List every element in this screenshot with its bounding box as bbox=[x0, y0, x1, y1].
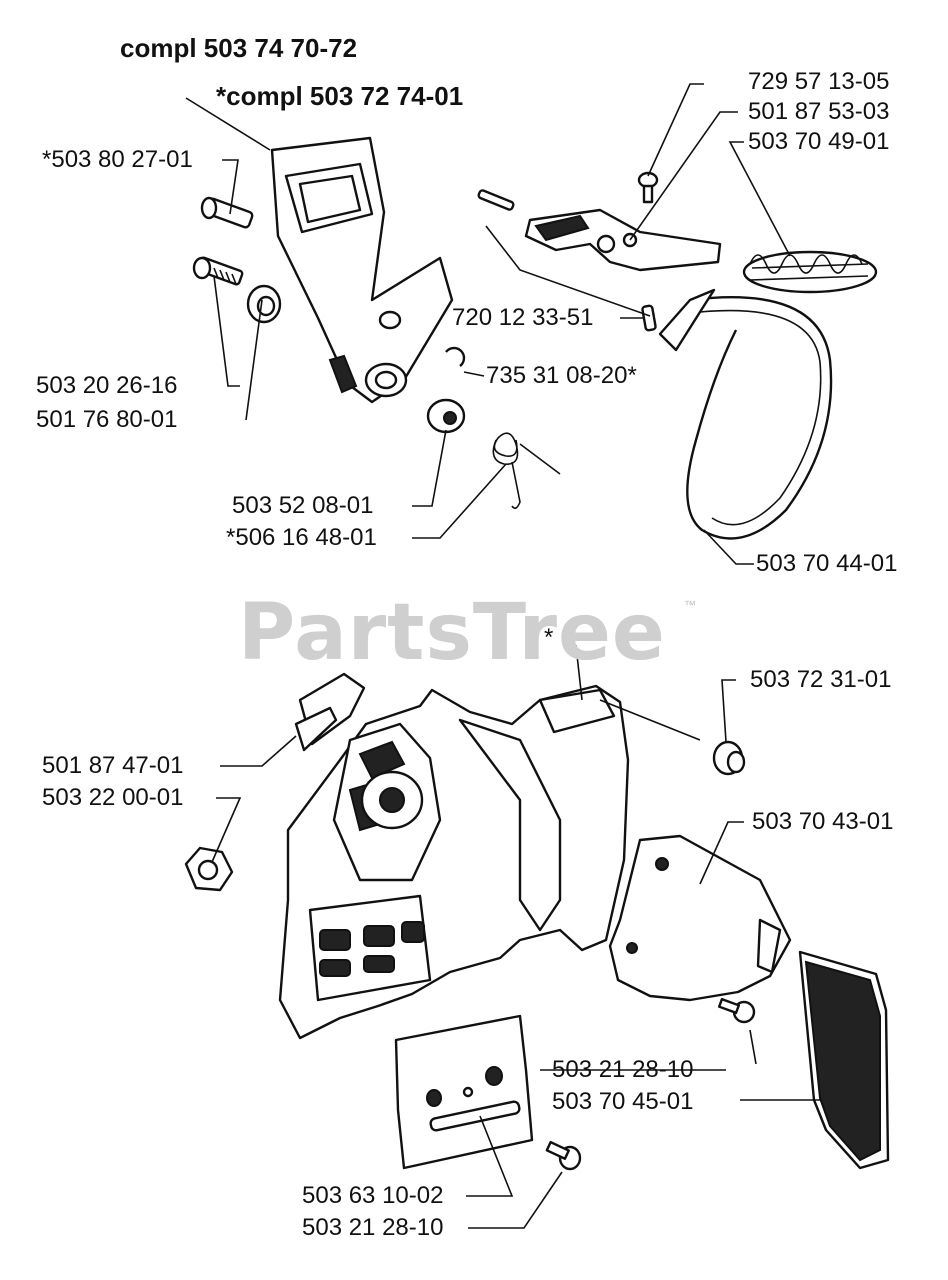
label-503631002: 503 63 10-02 bbox=[302, 1182, 444, 1209]
coil-spring-part-503704901 bbox=[742, 250, 878, 294]
rod-part bbox=[477, 189, 515, 211]
label-501874701: 501 87 47-01 bbox=[42, 752, 184, 779]
label-503704301: 503 70 43-01 bbox=[752, 808, 894, 835]
plate-part-501874701 bbox=[294, 672, 366, 752]
watermark: PartsTree bbox=[238, 588, 666, 678]
pin-part-720123351 bbox=[641, 304, 657, 332]
leader-lines bbox=[185, 83, 822, 1229]
trademark-symbol: ™ bbox=[684, 598, 696, 612]
label-503723101: 503 72 31-01 bbox=[750, 666, 892, 693]
label-503802701: *503 80 27-01 bbox=[42, 146, 193, 173]
label-503212810-a: 503 21 28-10 bbox=[552, 1056, 694, 1083]
label-503704501: 503 70 45-01 bbox=[552, 1088, 694, 1115]
label-501875303: 501 87 53-03 bbox=[748, 98, 890, 125]
screw-part-503212810-bottom bbox=[545, 1140, 582, 1171]
screw-part-503212810-top bbox=[717, 997, 756, 1024]
screw-part-729571305 bbox=[637, 171, 659, 204]
label-729571305: 729 57 13-05 bbox=[748, 68, 890, 95]
label-501768001: 501 76 80-01 bbox=[36, 406, 178, 433]
clutch-cover-part bbox=[278, 684, 630, 1040]
assembly-title-main: compl 503 74 70-72 bbox=[120, 33, 358, 63]
brake-lever-part bbox=[524, 208, 722, 272]
label-503704901: 503 70 49-01 bbox=[748, 128, 890, 155]
bushing-part-503520801 bbox=[426, 398, 466, 434]
circlip-part-735310820 bbox=[445, 346, 466, 367]
hand-guard-part bbox=[270, 136, 454, 404]
label-735310820: 735 31 08-20* bbox=[486, 362, 637, 389]
label-506164801: *506 16 48-01 bbox=[226, 524, 377, 551]
nut-part-503220001 bbox=[184, 846, 234, 892]
label-503520801: 503 52 08-01 bbox=[232, 492, 374, 519]
bar-plate-part-503631002 bbox=[394, 1014, 534, 1170]
label-asterisk: * bbox=[544, 624, 554, 651]
label-720123351: 720 12 33-51 bbox=[452, 304, 594, 331]
brake-band-part-503704401 bbox=[658, 288, 833, 540]
label-503704401: 503 70 44-01 bbox=[756, 550, 898, 577]
nut-part-501768001 bbox=[246, 284, 282, 324]
assembly-title-sub: *compl 503 72 74-01 bbox=[216, 81, 464, 111]
label-503212810-b: 503 21 28-10 bbox=[302, 1214, 444, 1241]
nut-part-503723101 bbox=[712, 740, 746, 776]
bolt-part-503802701 bbox=[200, 196, 254, 229]
cover-plate-part-503704501 bbox=[798, 950, 890, 1170]
guard-part-503704301 bbox=[608, 834, 792, 1002]
label-503220001: 503 22 00-01 bbox=[42, 784, 184, 811]
label-503202616: 503 20 26-16 bbox=[36, 372, 178, 399]
screw-part-503202616 bbox=[192, 256, 244, 286]
spring-part-506164801 bbox=[492, 432, 561, 510]
